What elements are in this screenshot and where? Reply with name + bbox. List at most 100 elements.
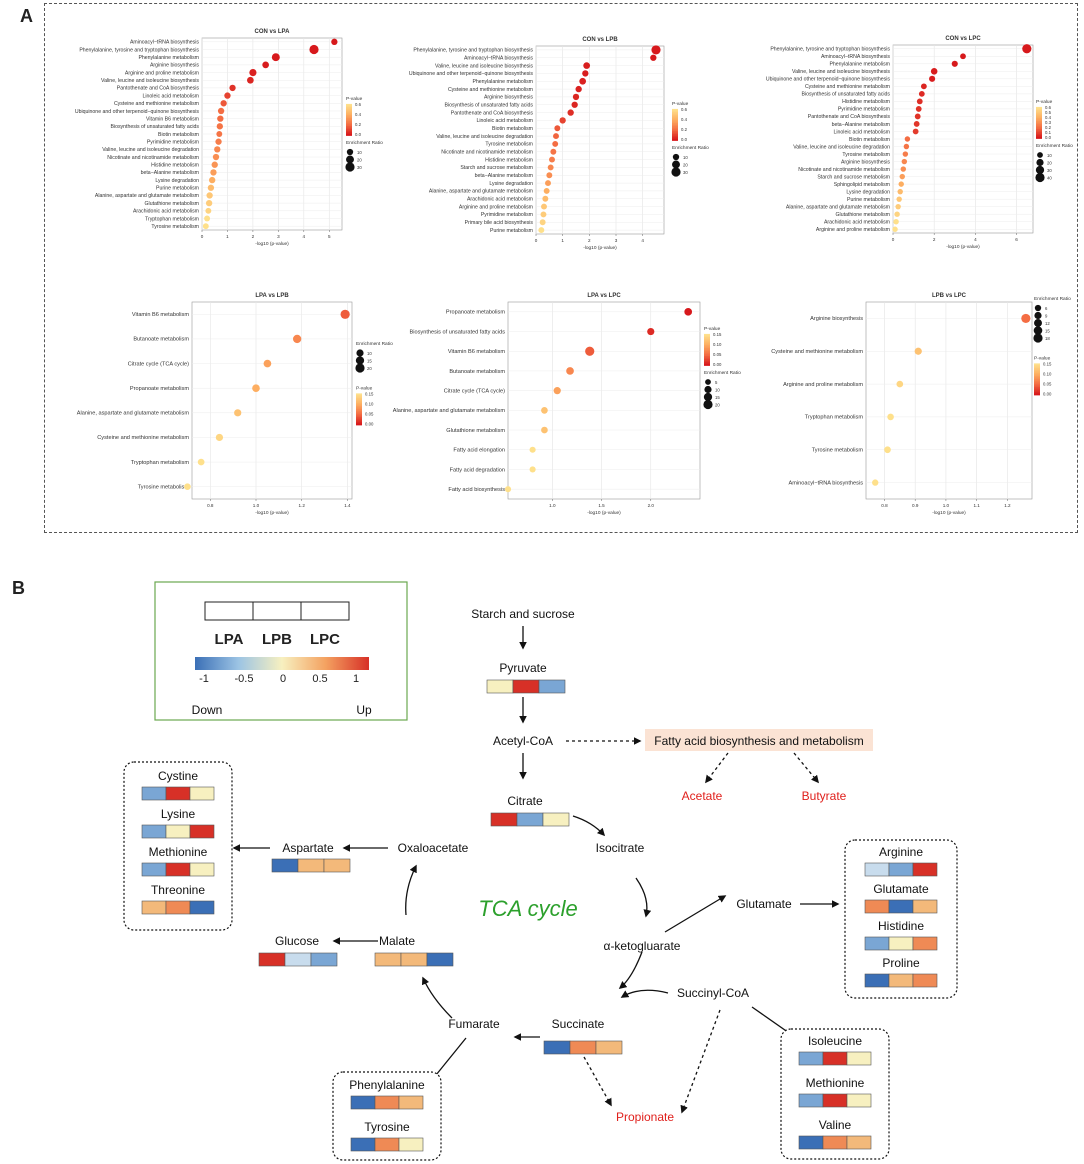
- arrow-succinylcoa-succinate-a: [620, 989, 669, 998]
- er-legend-label: 15: [367, 358, 372, 363]
- pvalue-gradient-step: [1034, 382, 1040, 385]
- er-legend-dot: [672, 160, 680, 169]
- pvalue-gradient-step: [346, 107, 352, 110]
- category-label: Biosynthesis of unsaturated fatty acids: [110, 124, 199, 130]
- heat-cell: [350, 1137, 376, 1152]
- pvalue-legend-label: 0.00: [365, 422, 374, 427]
- pvalue-gradient-step: [1034, 391, 1040, 394]
- category-label: Valine, leucine and isoleucine degradati…: [102, 147, 199, 153]
- heat-cell: [486, 679, 514, 694]
- data-point: [887, 413, 894, 421]
- category-label: Linoleic acid metabolism: [833, 129, 890, 135]
- data-point: [650, 54, 657, 61]
- heat-cell: [490, 812, 518, 827]
- group-item-valine: Valine: [819, 1118, 852, 1132]
- pvalue-gradient-step: [1034, 374, 1040, 377]
- heat-cell: [595, 1040, 623, 1055]
- pvalue-legend-label: 0.4: [1045, 115, 1052, 120]
- data-point: [249, 68, 257, 77]
- category-label: Alanine, aspartate and glutamate metabol…: [77, 411, 190, 417]
- er-legend-label: 18: [1045, 336, 1050, 341]
- pvalue-gradient-step: [1036, 133, 1042, 136]
- pvalue-legend-label: 0.6: [1045, 105, 1052, 110]
- data-point: [542, 195, 549, 202]
- heat-cell: [398, 1095, 424, 1110]
- pvalue-legend-label: 0.2: [355, 122, 362, 127]
- data-point: [553, 133, 559, 140]
- fatty-acid-label: Fatty acid biosynthesis and metabolism: [654, 734, 863, 748]
- group-item-phenylalanine: Phenylalanine: [349, 1078, 425, 1092]
- er-legend-label: 10: [1047, 153, 1052, 158]
- heatmap-pyruvate: [486, 679, 566, 694]
- data-point: [566, 367, 574, 375]
- er-legend-label: 30: [1047, 168, 1052, 173]
- pvalue-gradient-step: [1034, 390, 1040, 393]
- pvalue-gradient-step: [1036, 136, 1042, 139]
- heat-cell: [864, 973, 890, 988]
- data-point: [216, 131, 223, 137]
- legend-tick-label: -0.5: [235, 673, 254, 685]
- data-point: [541, 203, 547, 210]
- er-legend-title: Enrichment Ratio: [1034, 296, 1071, 302]
- pvalue-legend-label: 0.05: [713, 352, 722, 357]
- pvalue-gradient-step: [1034, 380, 1040, 383]
- pvalue-gradient-step: [1036, 106, 1042, 109]
- er-legend-dot: [1033, 333, 1043, 343]
- pvalue-gradient-step: [1036, 114, 1042, 117]
- pvalue-gradient-step: [672, 116, 678, 119]
- group-item-lysine: Lysine: [161, 807, 196, 821]
- category-label: Vitamin B6 metabolism: [448, 349, 505, 355]
- heat-cell: [400, 952, 428, 967]
- pvalue-gradient-step: [346, 133, 352, 136]
- category-label: Phenylalanine metabolism: [138, 55, 199, 61]
- category-label: Valine, leucine and isoleucine biosynthe…: [435, 63, 533, 69]
- er-legend-label: 20: [367, 366, 372, 371]
- pvalue-gradient-step: [346, 110, 352, 113]
- data-point: [546, 172, 553, 179]
- pvalue-gradient-step: [1034, 366, 1040, 369]
- x-tick-label: 0: [201, 234, 204, 239]
- pvalue-gradient-step: [1036, 110, 1042, 113]
- data-point: [914, 113, 921, 120]
- data-point: [554, 125, 561, 132]
- legend-down-label: Down: [192, 703, 223, 717]
- er-legend-dot: [1037, 152, 1043, 158]
- data-point: [215, 433, 224, 442]
- heat-cell: [864, 936, 890, 951]
- pvalue-gradient-step: [356, 421, 362, 424]
- x-tick-label: 1.0: [943, 503, 950, 508]
- category-label: Arachidonic acid metabolism: [133, 209, 199, 215]
- er-legend-dot: [1035, 165, 1045, 175]
- category-label: Valine, leucine and isoleucine biosynthe…: [101, 78, 199, 84]
- category-label: Ubiquinone and other terpenoid−quinone b…: [766, 77, 891, 83]
- data-point: [872, 479, 879, 486]
- x-tick-label: 1.0: [549, 503, 556, 508]
- heatmap-glucose: [258, 952, 338, 967]
- pvalue-gradient-step: [346, 124, 352, 127]
- group-item-histidine: Histidine: [878, 919, 924, 933]
- pvalue-gradient-step: [356, 417, 362, 420]
- data-point: [541, 406, 548, 414]
- data-point: [224, 92, 231, 99]
- heat-cell: [323, 858, 351, 873]
- group-item-threonine: Threonine: [151, 883, 205, 897]
- pvalue-gradient-step: [356, 406, 362, 409]
- pvalue-gradient-step: [1036, 124, 1042, 127]
- category-label: Aminoacyl−tRNA biosynthesis: [130, 40, 199, 46]
- category-label: beta−Alanine metabolism: [141, 170, 199, 176]
- pvalue-gradient-step: [672, 138, 678, 141]
- x-tick-label: 2: [252, 234, 255, 239]
- plot-area: [535, 45, 665, 235]
- pvalue-legend-label: 0.15: [365, 392, 374, 397]
- data-point: [539, 219, 546, 226]
- arrow-akg-glutamate: [664, 895, 727, 933]
- x-tick-label: 2: [588, 238, 591, 243]
- heat-cell: [912, 899, 938, 914]
- data-point: [263, 359, 272, 368]
- category-label: Tryptophan metabolism: [805, 415, 864, 421]
- er-legend-title: Enrichment Ratio: [356, 341, 393, 347]
- category-label: Biosynthesis of unsaturated fatty acids: [410, 329, 506, 335]
- er-legend-title: Enrichment Ratio: [1036, 143, 1073, 149]
- heat-cell: [141, 824, 167, 839]
